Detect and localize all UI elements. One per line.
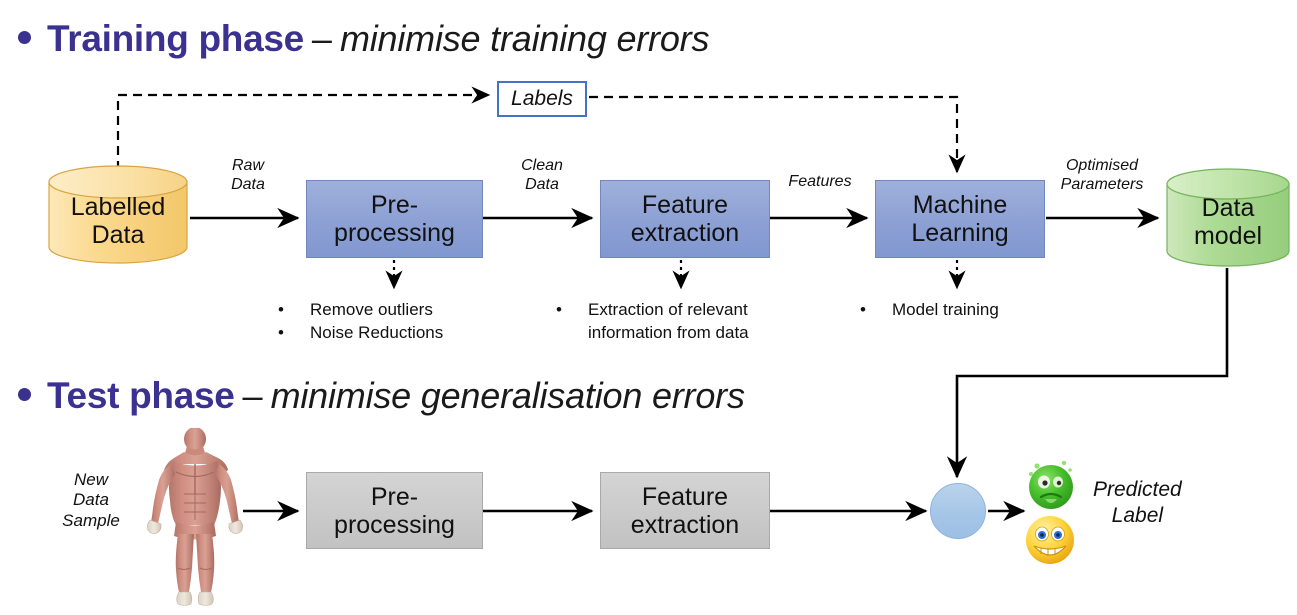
bullet-dot-icon: •: [278, 300, 284, 319]
prediction-node[interactable]: [930, 483, 986, 539]
training-phase-heading: Training phase – minimise training error…: [18, 18, 709, 60]
training-phase-subtitle: minimise training errors: [339, 18, 710, 59]
test-pre-processing-box[interactable]: Pre- processing: [306, 472, 483, 549]
new-data-sample-label: New Data Sample: [62, 470, 120, 530]
bullet-dot-icon: •: [860, 300, 866, 319]
test-feature-extraction-box[interactable]: Feature extraction: [600, 472, 770, 549]
training-feature-extraction-box[interactable]: Feature extraction: [600, 180, 770, 258]
note-text: Extraction of relevant information from …: [588, 300, 749, 342]
edge-label-clean-data: Clean Data: [521, 157, 563, 194]
bullet-dot-icon: •: [278, 322, 284, 342]
test-phase-title: Test phase: [47, 375, 235, 416]
feature-extraction-notes: • Extraction of relevant information fro…: [556, 299, 749, 345]
human-body-figure-icon: [140, 427, 250, 610]
edge-label-raw-data: Raw Data: [231, 157, 265, 194]
edge-label-optimised-parameters: Optimised Parameters: [1060, 157, 1144, 194]
bullet-point-icon: [18, 31, 31, 44]
machine-learning-notes: • Model training: [860, 299, 999, 322]
labels-box[interactable]: Labels: [497, 81, 587, 117]
bullet-dot-icon: •: [556, 300, 562, 319]
data-model-cylinder[interactable]: Data model: [1166, 168, 1290, 268]
cylinder-shape: [48, 165, 188, 264]
edge-label-features: Features: [788, 173, 852, 190]
note-text: Noise Reductions: [310, 322, 444, 342]
training-phase-title: Training phase: [47, 18, 304, 59]
machine-learning-box[interactable]: Machine Learning: [875, 180, 1045, 258]
test-phase-subtitle: minimise generalisation errors: [270, 375, 745, 416]
green-face-shape: [1029, 460, 1073, 509]
labelled-data-cylinder[interactable]: Labelled Data: [48, 165, 188, 264]
list-item: • Noise Reductions: [278, 322, 443, 345]
yellow-face-shape: [1026, 516, 1074, 564]
training-pre-processing-box[interactable]: Pre- processing: [306, 180, 483, 258]
training-phase-dash: –: [311, 18, 332, 59]
list-item: • Remove outliers: [278, 299, 443, 322]
test-phase-dash: –: [242, 375, 263, 416]
note-text: Remove outliers: [310, 300, 433, 319]
bullet-point-icon: [18, 388, 31, 401]
happy-yellow-face-icon: [1021, 512, 1079, 568]
anatomy-illustration: [147, 427, 243, 606]
note-text: Model training: [892, 300, 999, 319]
test-phase-heading: Test phase – minimise generalisation err…: [18, 375, 745, 417]
cylinder-shape: [1166, 168, 1290, 267]
sick-green-face-icon: [1021, 455, 1081, 513]
list-item: • Model training: [860, 299, 999, 322]
predicted-label-text: Predicted Label: [1093, 478, 1182, 528]
pre-processing-notes: • Remove outliers • Noise Reductions: [278, 299, 443, 345]
list-item: • Extraction of relevant information fro…: [556, 299, 749, 345]
